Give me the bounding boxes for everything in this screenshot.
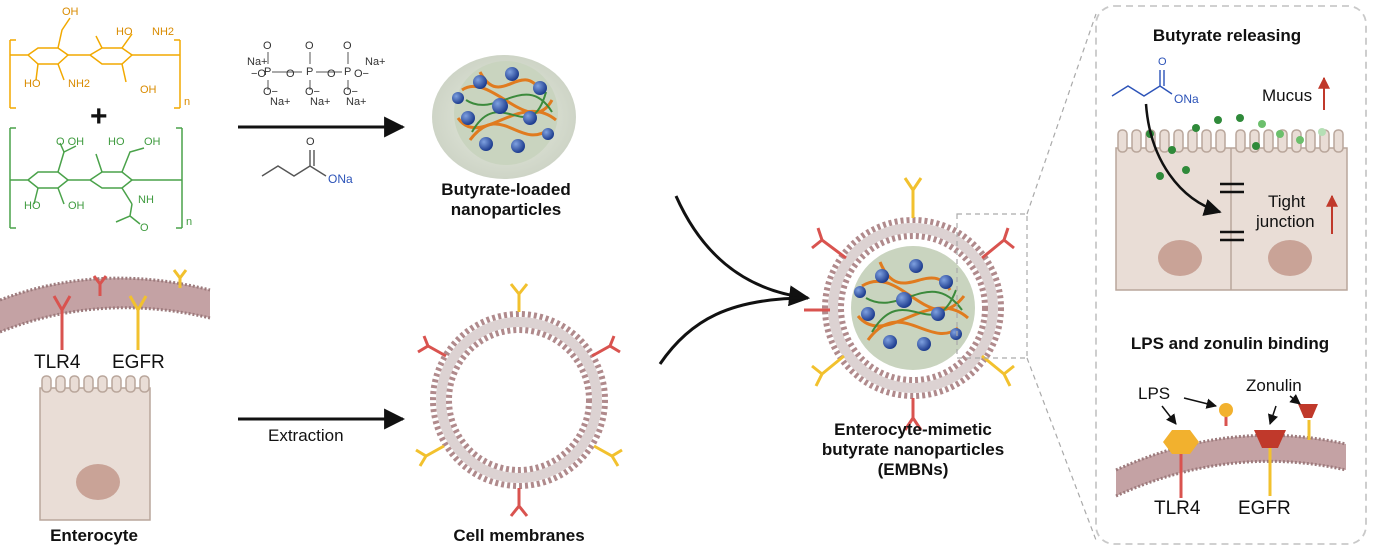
chitosan-nh2-bottom: NH2 (68, 78, 91, 90)
tpp-o-bridge-1: O (286, 68, 295, 80)
label-embn-line1: Enterocyte-mimetic (834, 420, 992, 439)
label-tlr4: TLR4 (34, 352, 81, 373)
binding-membrane (1115, 433, 1347, 498)
label-extraction: Extraction (268, 426, 344, 445)
arrow-merge-top (674, 195, 811, 307)
cell-membrane-vesicle (430, 311, 608, 489)
tpp-na-bottom-3: Na+ (346, 96, 367, 108)
label-butyrate-loaded: Butyrate-loaded nanoparticles (441, 180, 571, 219)
tpp-p-2: P (306, 66, 314, 78)
enterocyte-receptors (52, 269, 188, 350)
tpp-o-low-1: O− (263, 86, 278, 98)
tpp-o-low-3: O− (343, 86, 358, 98)
lps-molecule-small (1219, 403, 1233, 417)
tpp-na-left: Na+ (247, 56, 268, 68)
panel-tight: Tight (1268, 192, 1306, 211)
panel-mucus: Mucus (1262, 86, 1313, 105)
zoom-indicator (956, 13, 1097, 541)
label-embn-line2: butyrate nanoparticles (821, 440, 1005, 459)
tpp-o-top-1: O (263, 40, 272, 52)
ha-oh-top: OH (144, 136, 161, 148)
embn-particle (822, 217, 1004, 399)
ha-oh-mid: OH (68, 200, 85, 212)
ha-repeat: n (186, 216, 193, 228)
lps-molecule-large (1163, 430, 1199, 454)
hyaluronic-acid-structure (9, 127, 183, 229)
label-embn: Enterocyte-mimetic butyrate nanoparticle… (822, 420, 1004, 480)
enterocyte-cell (39, 375, 151, 521)
vesicle-receptors (415, 283, 623, 517)
tpp-o-top-2: O (305, 40, 314, 52)
panel-cells (1115, 129, 1348, 291)
panel-title-binding: LPS and zonulin binding (1130, 334, 1330, 353)
panel-zonulin: Zonulin (1246, 376, 1302, 395)
zonulin-molecule-small (1298, 404, 1318, 418)
chitosan-ho-bottom: HO (24, 78, 41, 90)
chitosan-repeat: n (184, 96, 191, 108)
label-embn-line3: (EMBNs) (877, 460, 949, 479)
butyrate-structure (261, 150, 327, 177)
tpp-na-bottom-1: Na+ (270, 96, 291, 108)
ha-ho-top: HO (108, 136, 125, 148)
butyrate-path-arrow (1144, 103, 1222, 216)
panel-lps: LPS (1138, 384, 1171, 403)
tpp-o-bridge-2: O (327, 68, 336, 80)
chitosan-structure (9, 17, 181, 109)
label-enterocyte: Enterocyte (50, 526, 138, 545)
panel-title-releasing: Butyrate releasing (1152, 26, 1302, 45)
panel-butyrate-o: O (1158, 56, 1167, 68)
panel-butyrate-structure (1111, 70, 1173, 97)
tpp-o-top-3: O (343, 40, 352, 52)
butyrate-ona: ONa (328, 172, 353, 186)
label-egfr: EGFR (112, 352, 165, 373)
chitosan-ho-top: HO (116, 26, 133, 38)
chitosan-nh2-top: NH2 (152, 26, 175, 38)
panel-egfr: EGFR (1238, 498, 1291, 519)
label-cell-membranes: Cell membranes (453, 526, 585, 545)
tpp-na-right: Na+ (365, 56, 386, 68)
ha-acetyl-o: O (140, 222, 149, 234)
butyrate-loaded-nanoparticle (432, 55, 576, 179)
zonulin-molecule-large (1254, 430, 1286, 448)
tpp-structure (267, 52, 349, 90)
tight-junction-marks (1220, 182, 1244, 242)
embn-receptors (804, 177, 1015, 431)
chitosan-oh-top: OH (62, 6, 79, 18)
chitosan-oh-bottom: OH (140, 84, 157, 96)
tpp-o-low-2: O− (305, 86, 320, 98)
panel-junction: junction (1256, 212, 1315, 231)
panel-tlr4: TLR4 (1154, 498, 1201, 519)
ha-ho-left: HO (24, 200, 41, 212)
ha-nh: NH (138, 194, 154, 206)
arrow-merge-bottom (658, 296, 809, 365)
tpp-p-1: P (264, 66, 272, 78)
tpp-na-bottom-2: Na+ (310, 96, 331, 108)
ha-cooh: O OH (56, 136, 85, 148)
mucus-particles (1146, 114, 1326, 180)
panel-butyrate-ona: ONa (1174, 92, 1199, 106)
tpp-o-minus-right: O− (354, 68, 369, 80)
tpp-p-3: P (344, 66, 352, 78)
binding-pointer-arrows (1161, 393, 1301, 425)
butyrate-carbonyl-o: O (306, 136, 315, 148)
tpp-o-minus-left: −O (251, 68, 266, 80)
plus-sign: + (90, 100, 108, 133)
